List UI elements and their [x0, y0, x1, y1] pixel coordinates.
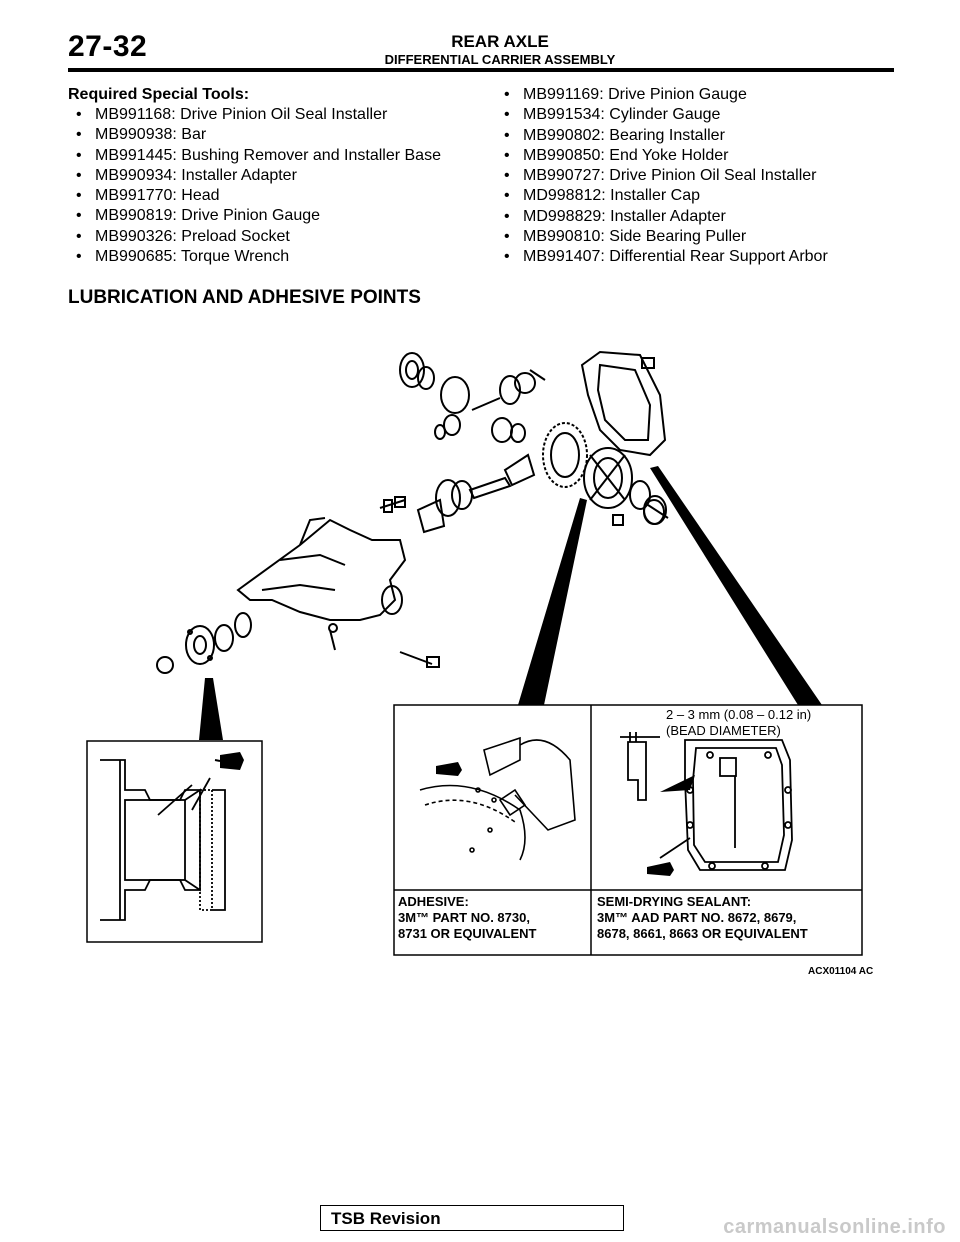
bead-note-line: 2 – 3 mm (0.08 – 0.12 in) — [666, 707, 812, 722]
cover-gasket-drawing — [620, 732, 793, 871]
header-rule — [68, 68, 894, 72]
tsb-revision-label: TSB Revision — [331, 1209, 441, 1228]
sealant-label: SEMI-DRYING SEALANT: 3M™ AAD PART NO. 86… — [597, 894, 808, 942]
tools-list-left: MB991168: Drive Pinion Oil Seal Installe… — [72, 105, 441, 267]
leader-flange — [199, 678, 223, 740]
tool-item: MB990934: Installer Adapter — [72, 166, 441, 186]
adhesive-line: 3M™ PART NO. 8730, — [398, 910, 530, 925]
leader-cover — [650, 466, 822, 705]
chapter-title: REAR AXLE — [451, 32, 549, 51]
tool-item: MB990326: Preload Socket — [72, 227, 441, 247]
tool-item: MB990727: Drive Pinion Oil Seal Installe… — [500, 166, 828, 186]
tool-item: MB990850: End Yoke Holder — [500, 146, 828, 166]
watermark: carmanualsonline.info — [723, 1216, 946, 1238]
pinion-gear-assembly — [379, 453, 536, 534]
leader-pinion — [518, 498, 587, 705]
sealant-line: SEMI-DRYING SEALANT: — [597, 894, 752, 909]
tool-item: MB991407: Differential Rear Support Arbo… — [500, 247, 828, 267]
tool-item: MD998829: Installer Adapter — [500, 207, 828, 227]
tool-item: MB990810: Side Bearing Puller — [500, 227, 828, 247]
sealant-line: 3M™ AAD PART NO. 8672, 8679, — [597, 910, 797, 925]
sealant-detail-box — [393, 704, 863, 956]
adhesive-label: ADHESIVE: 3M™ PART NO. 8730, 8731 OR EQU… — [398, 894, 536, 942]
bead-diameter-note: 2 – 3 mm (0.08 – 0.12 in) (BEAD DIAMETER… — [666, 707, 811, 739]
tool-item: MB990819: Drive Pinion Gauge — [72, 206, 441, 226]
sealant-nozzle-icon — [214, 752, 244, 770]
bead-pointer — [660, 775, 695, 792]
side-gears — [399, 352, 546, 443]
ring-gear-bolt-drawing — [419, 736, 576, 861]
differential-case — [583, 447, 667, 526]
adhesive-nozzle-icon — [436, 762, 462, 776]
tool-item: MB991534: Cylinder Gauge — [500, 105, 828, 125]
tools-heading: Required Special Tools: — [68, 86, 250, 103]
figure-code: ACX01104 AC — [808, 966, 874, 977]
tool-item: MB991445: Bushing Remover and Installer … — [72, 146, 441, 166]
tsb-revision-box: TSB Revision — [320, 1205, 624, 1231]
leader-wedges — [199, 466, 822, 740]
tool-item: MB990938: Bar — [72, 125, 441, 145]
page-number: 27-32 — [68, 30, 148, 63]
cover-plate — [580, 350, 667, 457]
tool-item: MD998812: Installer Cap — [500, 186, 828, 206]
sealant-nozzle-icon — [647, 862, 674, 876]
tools-list-right: MB991169: Drive Pinion Gauge MB991534: C… — [500, 85, 828, 268]
adhesive-line: ADHESIVE: — [398, 894, 469, 909]
tool-item: MB991169: Drive Pinion Gauge — [500, 85, 828, 105]
section-subtitle: DIFFERENTIAL CARRIER ASSEMBLY — [384, 52, 616, 67]
tool-item: MB990685: Torque Wrench — [72, 247, 441, 267]
bead-note-line: (BEAD DIAMETER) — [666, 723, 781, 738]
ring-gear — [542, 422, 588, 488]
tool-item: MB990802: Bearing Installer — [500, 126, 828, 146]
tool-item: MB991168: Drive Pinion Oil Seal Installe… — [72, 105, 441, 125]
section-heading: LUBRICATION AND ADHESIVE POINTS — [68, 287, 421, 308]
sealant-line: 8678, 8661, 8663 OR EQUIVALENT — [597, 926, 808, 941]
flange-detail — [86, 740, 263, 943]
tool-item: MB991770: Head — [72, 186, 441, 206]
adhesive-line: 8731 OR EQUIVALENT — [398, 926, 537, 941]
carrier-housing — [236, 517, 407, 621]
bolts — [328, 499, 669, 668]
companion-flange — [156, 612, 252, 674]
